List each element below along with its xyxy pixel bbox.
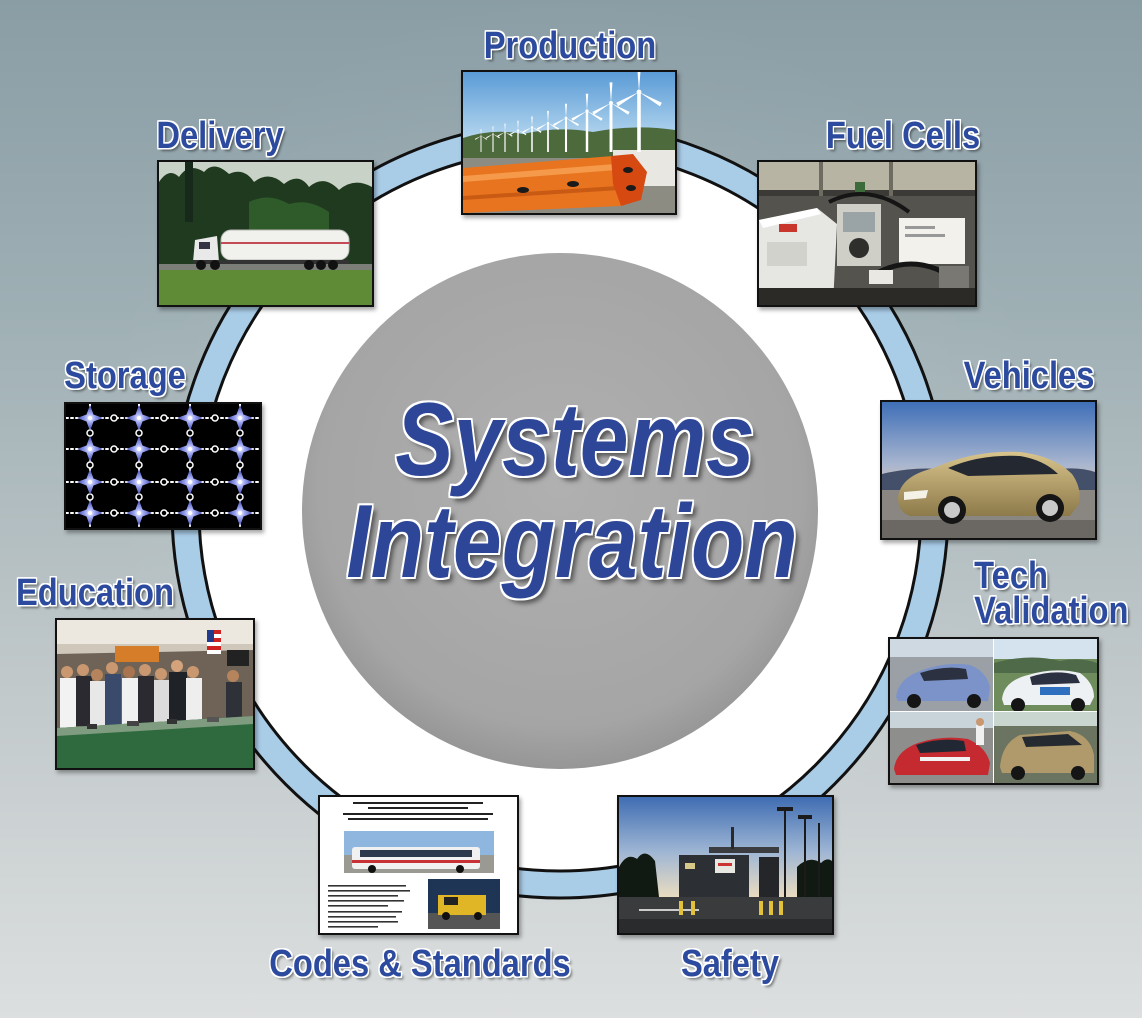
- test-vehicle-blue: [890, 639, 993, 711]
- center-title-line-2: Integration: [346, 484, 798, 600]
- center-gray-disc: [302, 253, 818, 769]
- tanker-truck: [193, 229, 350, 270]
- vehicle-inset-photo: [428, 879, 500, 929]
- fueling-station: [679, 827, 779, 897]
- center-title-line-1: Systems: [395, 382, 755, 498]
- safety-label: Safety: [680, 943, 780, 985]
- safety-photo: [617, 795, 834, 935]
- tech-validation-label-line-2: Validation: [973, 590, 1128, 632]
- test-vehicle-red: [890, 712, 993, 783]
- tech-validation-label-line-1: Tech: [973, 555, 1048, 597]
- light-poles: [784, 809, 820, 897]
- document-body-lines: [328, 885, 410, 928]
- production-photo: [461, 70, 677, 215]
- fuel-cell-engine: [759, 182, 969, 305]
- storage-label: Storage: [64, 355, 186, 397]
- education-label: Education: [16, 572, 174, 614]
- test-vehicle-white: [994, 639, 1097, 712]
- document-heading-lines: [343, 802, 493, 820]
- delivery-photo: [157, 160, 374, 307]
- bus-photo: [344, 831, 494, 873]
- tech-validation-photo: [888, 637, 1099, 785]
- test-vehicle-gold-suv: [994, 712, 1097, 783]
- bollards: [679, 901, 783, 915]
- tech-validation-label: Tech Validation: [973, 555, 1128, 632]
- vehicles-photo: [880, 400, 1097, 540]
- vehicles-label: Vehicles: [963, 355, 1095, 397]
- fuel-cells-photo: [757, 160, 977, 307]
- production-label: Production: [483, 25, 657, 67]
- hydrogen-tube-trailer: [463, 154, 647, 213]
- delivery-label: Delivery: [156, 115, 284, 157]
- concept-car: [898, 451, 1080, 524]
- display-table: [57, 716, 253, 768]
- storage-photo: [64, 402, 262, 530]
- crowd: [60, 660, 242, 728]
- codes-standards-photo: [318, 795, 519, 935]
- codes-standards-label: Codes & Standards: [269, 943, 571, 985]
- molecular-framework: [66, 404, 260, 528]
- fuel-cells-label: Fuel Cells: [825, 115, 981, 157]
- flag: [207, 630, 221, 654]
- education-photo: [55, 618, 255, 770]
